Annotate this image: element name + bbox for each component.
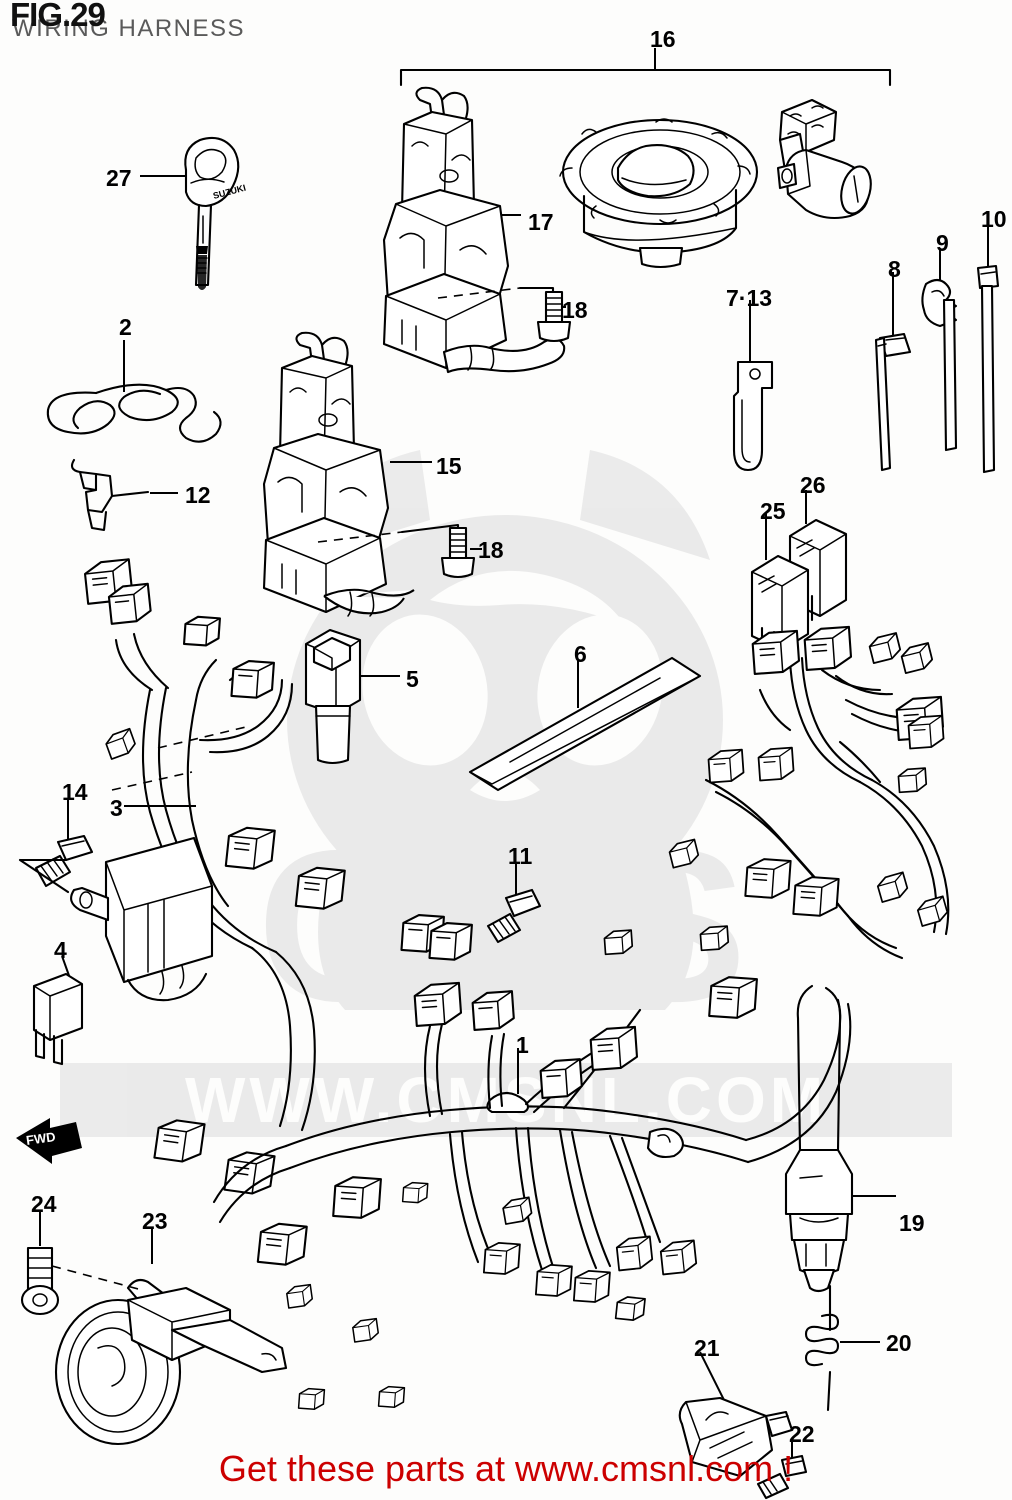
part-22-bolt (756, 1438, 808, 1500)
regulator-unit (70, 836, 214, 1002)
callout-2: 2 (119, 314, 132, 340)
callout-27: 27 (106, 165, 132, 191)
part-16-seat-lock (776, 98, 872, 220)
part-7-13-holder (732, 300, 774, 472)
callout-26: 26 (800, 472, 826, 498)
part-17-ignition-switch (382, 86, 566, 374)
callout-24: 24 (31, 1191, 57, 1217)
callout-19: 19 (899, 1210, 925, 1236)
part-1-main-harness (212, 998, 852, 1278)
part-20-spring (804, 1284, 880, 1412)
callout-11: 11 (508, 843, 533, 869)
part-8-cable-tie (874, 272, 912, 472)
callout-18-a: 18 (562, 297, 588, 323)
bracket-16 (399, 48, 892, 87)
part-18-bolt-upper (536, 290, 572, 343)
callout-8: 8 (888, 256, 901, 282)
part-11-bolt (486, 862, 542, 944)
figure-title: FIG.29 (10, 0, 106, 33)
callout-9: 9 (936, 230, 949, 256)
part-5-cap (304, 628, 400, 765)
callout-10: 10 (981, 206, 1007, 232)
callout-14: 14 (62, 779, 88, 805)
callout-7-13: 7·13 (726, 285, 773, 311)
callout-5: 5 (406, 666, 419, 692)
part-4-fuse (32, 955, 84, 1066)
callout-18-b: 18 (478, 537, 504, 563)
callout-23: 23 (142, 1208, 168, 1234)
part-24-bolt (20, 1212, 60, 1316)
part-15-ignition-switch (262, 331, 460, 617)
callout-4: 4 (54, 937, 67, 963)
callout-21: 21 (694, 1335, 720, 1361)
part-10-cable-tie-long (976, 226, 1000, 474)
part-9-clamp-tie (921, 248, 958, 452)
part-23-horn (51, 1228, 288, 1446)
callout-15: 15 (436, 453, 462, 479)
part-19-plug-cap (784, 984, 896, 1293)
part-18-bolt-lower (440, 526, 482, 579)
callout-25: 25 (760, 498, 786, 524)
part-16-fuel-cap (559, 118, 759, 269)
part-6-protection-sheet (468, 656, 702, 792)
callout-17: 17 (528, 209, 554, 235)
part-21-switch (678, 1351, 794, 1478)
callout-1: 1 (516, 1032, 529, 1058)
callout-6: 6 (574, 641, 587, 667)
callout-20: 20 (886, 1330, 912, 1356)
connector-group-right (667, 625, 950, 1021)
figure-subtitle: WIRING HARNESS (12, 15, 246, 42)
callout-16: 16 (650, 26, 676, 52)
callout-3: 3 (110, 795, 123, 821)
callout-22: 22 (789, 1421, 815, 1447)
part-12-clamp (70, 458, 178, 532)
promo-footer[interactable]: Get these parts at www.cmsnl.com ! (218, 1448, 794, 1489)
callout-12: 12 (185, 482, 211, 508)
part-14-bolt (18, 800, 94, 894)
part-27-key: SUZUKI (140, 136, 247, 290)
part-2-clip (46, 340, 222, 443)
